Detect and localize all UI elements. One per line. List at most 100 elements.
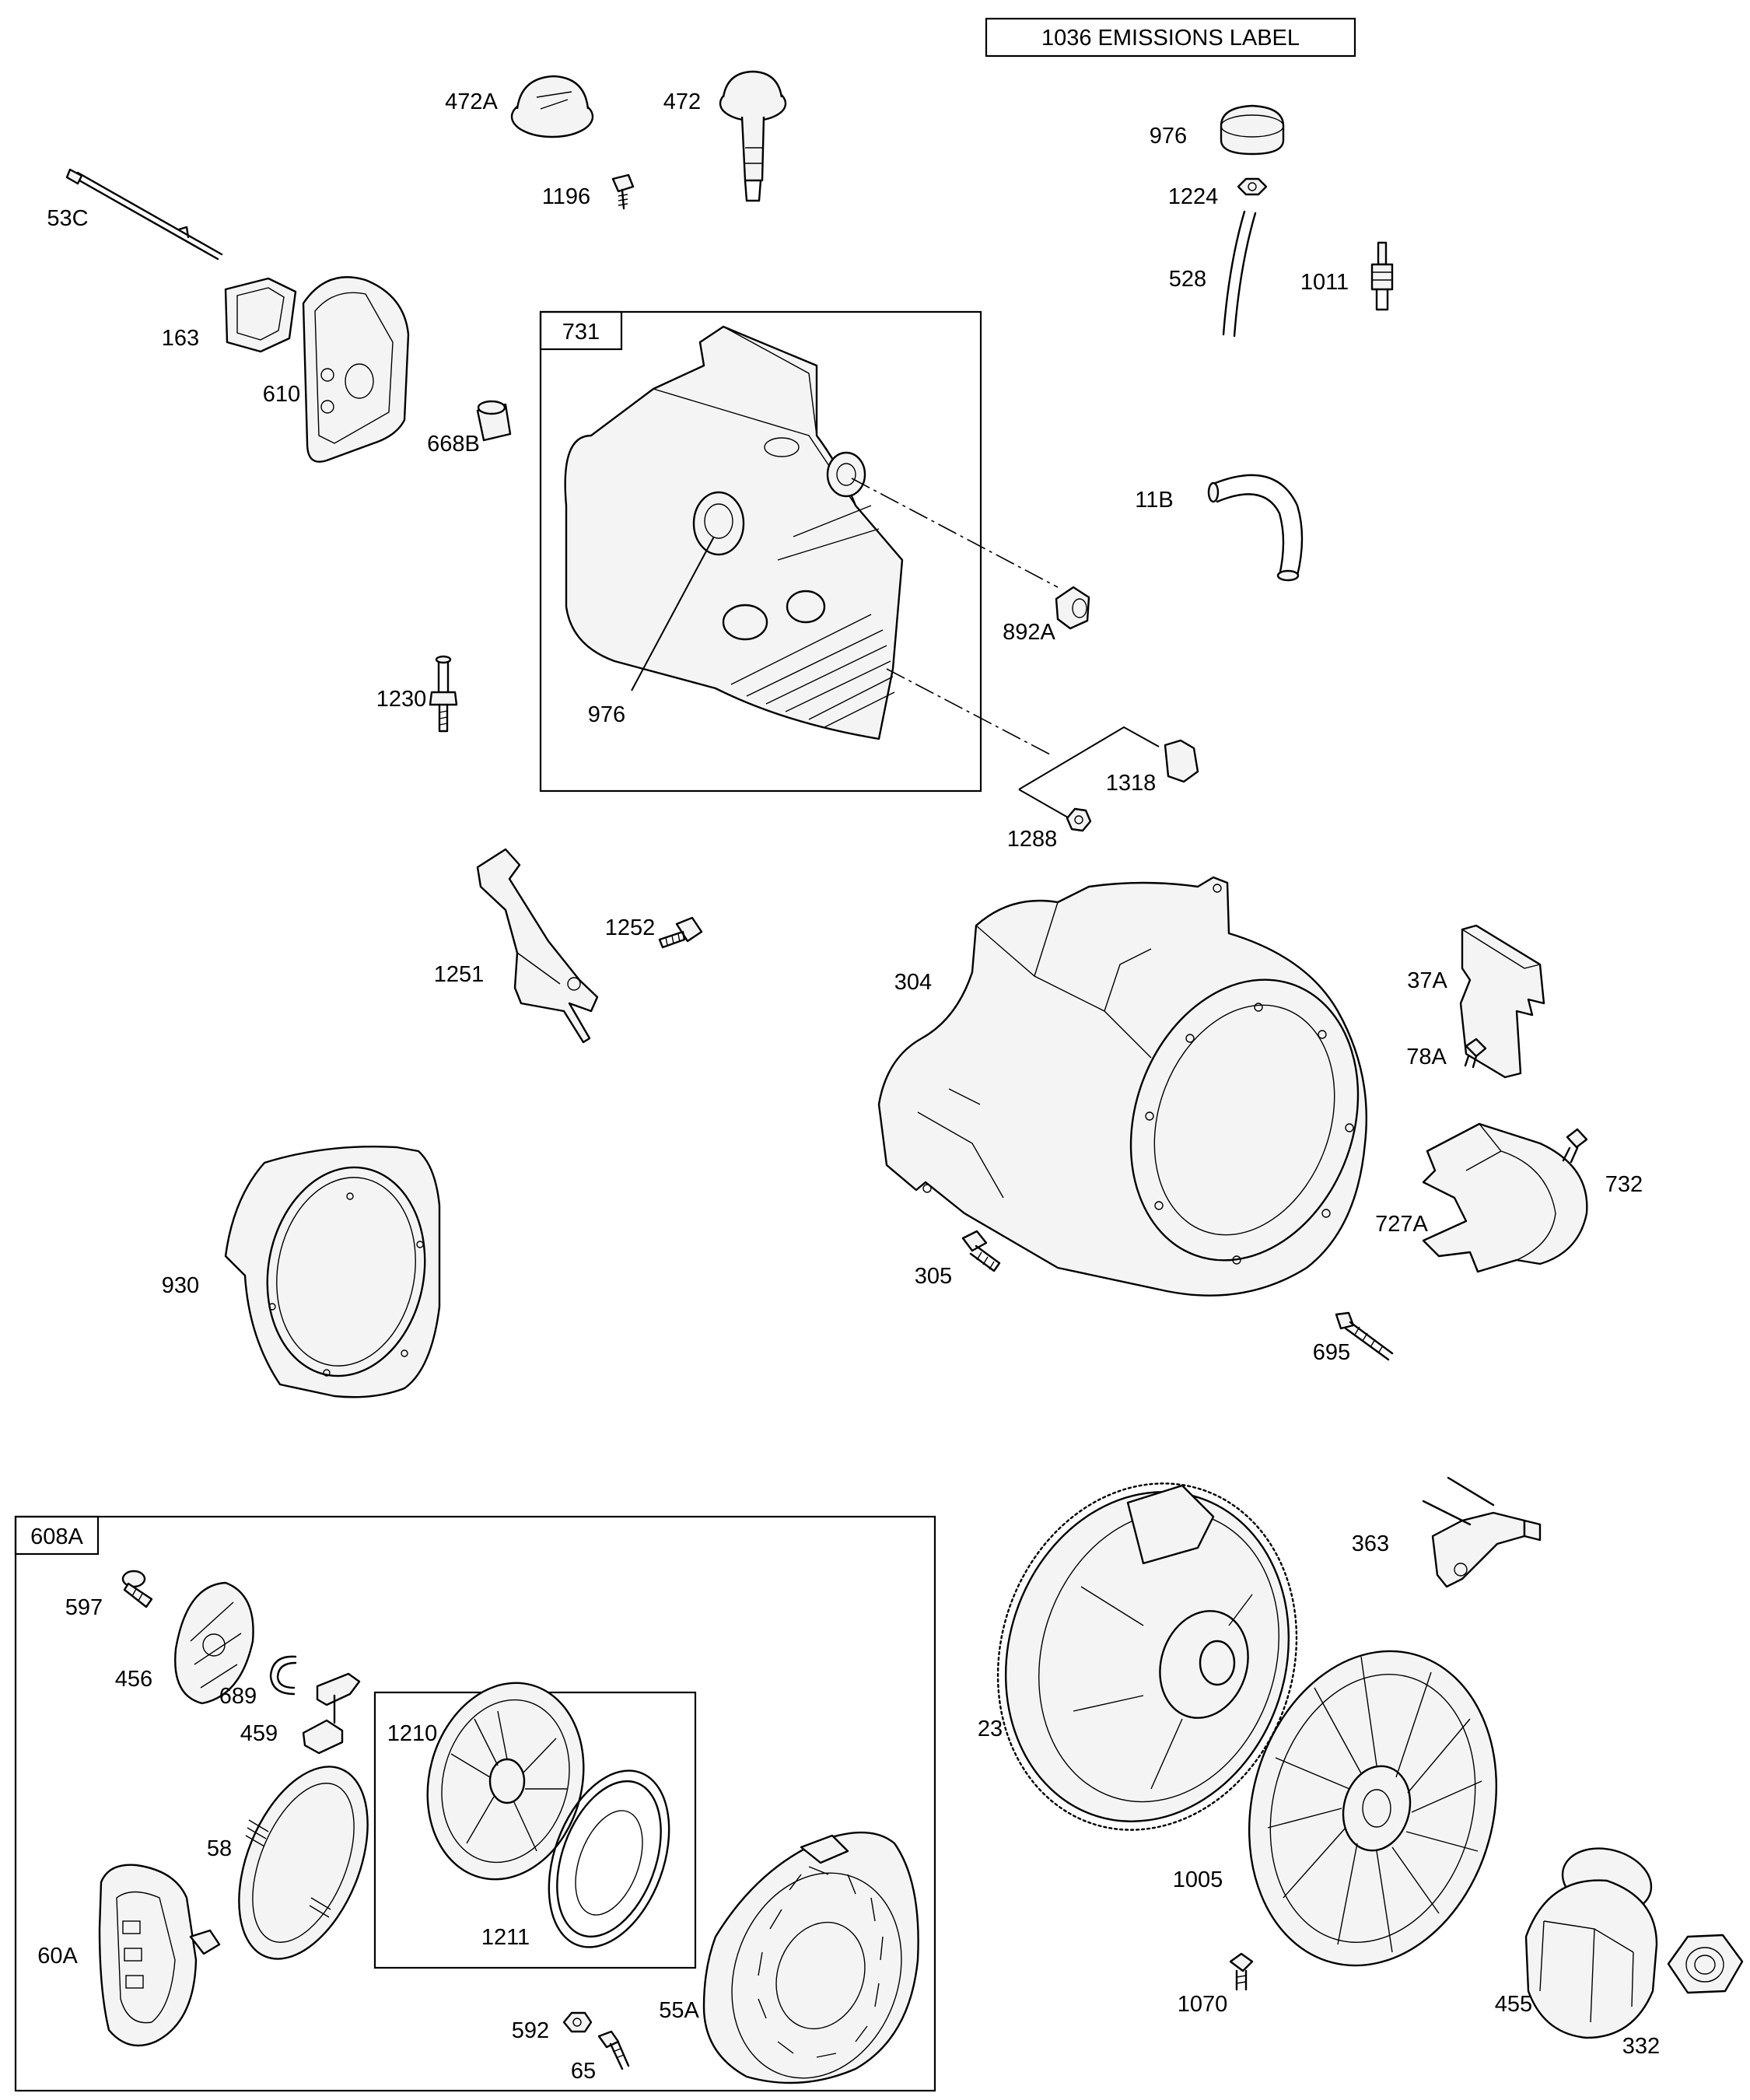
part-1070-bolt — [1229, 1952, 1254, 1991]
label-1230: 1230 — [376, 687, 427, 712]
part-528-tube — [1222, 210, 1257, 338]
part-1210-pulley — [426, 1682, 585, 1881]
label-78a: 78A — [1406, 1045, 1447, 1069]
part-305-bolt — [961, 1230, 1001, 1272]
part-695-screw — [1335, 1311, 1394, 1361]
part-332-nut — [1667, 1934, 1744, 1994]
part-1211-spring — [548, 1769, 670, 1948]
label-305: 305 — [915, 1264, 952, 1289]
part-455-cup — [1524, 1847, 1658, 2039]
part-60a-handle — [98, 1864, 221, 2047]
part-58-rope — [238, 1766, 369, 1960]
part-55a-housing — [702, 1832, 919, 2084]
label-528: 528 — [1169, 267, 1206, 292]
part-1011-fitting — [1370, 241, 1394, 311]
label-689: 689 — [219, 1684, 257, 1709]
label-65: 65 — [571, 2059, 596, 2084]
fuel-tank — [564, 325, 904, 740]
label-472: 472 — [663, 89, 701, 114]
label-695: 695 — [1313, 1340, 1350, 1365]
part-456-retainer — [174, 1581, 254, 1705]
label-37a: 37A — [1407, 968, 1447, 993]
leader-976-tank — [631, 536, 715, 691]
part-1288-nut — [1066, 807, 1092, 832]
label-11b: 11B — [1135, 488, 1173, 513]
part-892a-valve — [1055, 586, 1090, 630]
part-727a-shield — [1422, 1122, 1588, 1273]
part-11b-hose — [1207, 474, 1304, 582]
part-668b-spacer — [476, 400, 512, 442]
label-1011: 1011 — [1300, 270, 1349, 295]
label-1070: 1070 — [1178, 1992, 1228, 2017]
label-592: 592 — [512, 2018, 549, 2043]
label-610: 610 — [263, 382, 300, 407]
part-78a-bolt — [1464, 1038, 1487, 1069]
dashed-line-1288-1318 — [886, 668, 1051, 755]
label-1005: 1005 — [1173, 1867, 1223, 1892]
label-363: 363 — [1352, 1531, 1389, 1556]
label-1196: 1196 — [542, 184, 590, 209]
bracket-1288-1318 — [1018, 726, 1160, 821]
label-332: 332 — [1622, 2034, 1660, 2059]
part-1224-nut — [1237, 177, 1268, 196]
part-1196-bolt — [611, 173, 635, 210]
part-472-cap-dipstick — [719, 70, 787, 202]
label-455: 455 — [1495, 1992, 1532, 2017]
label-459: 459 — [240, 1721, 278, 1746]
part-732-bolt — [1562, 1128, 1588, 1164]
label-1211: 1211 — [481, 1925, 530, 1950]
part-472a-cap — [510, 75, 594, 138]
group-608a-tab — [14, 1515, 100, 1556]
part-930-shroud — [224, 1145, 441, 1398]
part-597-screw — [121, 1570, 153, 1608]
group-608a-frame — [14, 1515, 936, 2092]
part-1252-bolt — [658, 916, 703, 949]
label-1251: 1251 — [434, 962, 485, 987]
label-976-top: 976 — [1150, 124, 1187, 149]
label-732: 732 — [1605, 1172, 1643, 1197]
part-37a-shield — [1459, 924, 1545, 1079]
label-668b: 668B — [427, 432, 480, 457]
part-1251-bracket — [476, 848, 599, 1044]
dashed-line-892a — [851, 478, 1059, 588]
part-459-dogs — [302, 1672, 361, 1755]
part-53c-rod — [65, 168, 223, 261]
label-1318: 1318 — [1106, 771, 1157, 796]
part-304-blower-housing — [877, 876, 1367, 1297]
emissions-label-box — [985, 17, 1356, 58]
part-1318-clip — [1164, 739, 1199, 783]
label-472a: 472A — [445, 89, 498, 114]
part-363-bracket — [1422, 1476, 1542, 1588]
part-163-gasket — [224, 277, 297, 353]
emissions-label-text: 1036 EMISSIONS LABEL — [1041, 26, 1300, 51]
label-930: 930 — [162, 1273, 199, 1298]
label-163: 163 — [162, 326, 199, 351]
label-304: 304 — [894, 970, 932, 995]
part-976-cap — [1220, 104, 1285, 156]
part-23-flywheel — [996, 1482, 1298, 1831]
group-608a-label: 608A — [30, 1524, 83, 1549]
label-55a: 55A — [659, 1998, 699, 2023]
label-1252: 1252 — [605, 915, 656, 940]
part-65-screw — [597, 2030, 630, 2070]
label-1224: 1224 — [1168, 184, 1219, 209]
part-689-clip — [269, 1655, 297, 1696]
part-592-nut — [562, 2011, 593, 2033]
group-731-frame — [539, 310, 982, 793]
label-456: 456 — [115, 1667, 152, 1692]
part-1230-stud — [429, 655, 458, 733]
label-58: 58 — [207, 1836, 232, 1861]
label-597: 597 — [65, 1595, 103, 1620]
label-892a: 892A — [1003, 620, 1055, 645]
label-727a: 727A — [1375, 1212, 1428, 1237]
group-731-tab — [539, 310, 623, 351]
group-731-label: 731 — [562, 320, 600, 345]
label-53c: 53C — [47, 206, 88, 231]
label-1210: 1210 — [387, 1721, 438, 1746]
label-1288: 1288 — [1007, 827, 1058, 852]
label-60a: 60A — [37, 1944, 78, 1969]
label-23: 23 — [978, 1717, 1003, 1741]
part-610-cover — [302, 276, 410, 463]
label-976-tank: 976 — [588, 702, 625, 727]
